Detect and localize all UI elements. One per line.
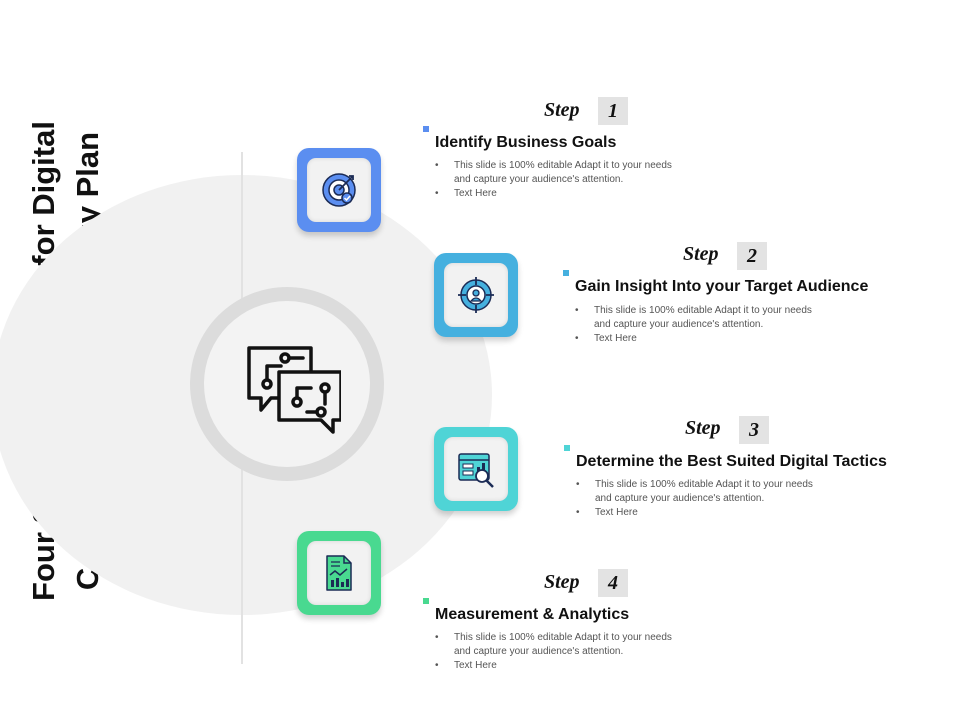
step-3-number: 3 [739,416,769,444]
step-4-bullets: This slide is 100% editable Adapt it to … [435,631,675,673]
center-circle [190,287,384,481]
step-2-number: 2 [737,242,767,270]
step-1-tile [297,148,381,232]
step-3-heading: Determine the Best Suited Digital Tactic… [576,453,887,470]
bullet-item: Text Here [435,187,675,201]
report-chart-icon [326,555,352,591]
chat-network-icon [247,346,341,434]
step-3-tile [434,427,518,511]
step-4-marker [423,598,429,604]
step-2-marker [563,270,569,276]
step-1-bullets: This slide is 100% editable Adapt it to … [435,159,675,201]
step-3-marker [564,445,570,451]
step-2-bullets: This slide is 100% editable Adapt it to … [575,304,815,346]
step-4-heading: Measurement & Analytics [435,606,630,623]
step-2-heading: Gain Insight Into your Target Audience [575,278,869,295]
step-1-number: 1 [598,97,628,125]
step-2-label: Step [683,243,719,265]
step-4-number: 4 [598,569,628,597]
bullet-item: Text Here [576,506,816,520]
step-1-label: Step [544,99,580,121]
analytics-search-icon [458,453,494,488]
step-1-heading: Identify Business Goals [435,134,617,151]
bullet-item: This slide is 100% editable Adapt it to … [435,631,675,659]
step-3-bullets: This slide is 100% editable Adapt it to … [576,478,816,520]
step-1-marker [423,126,429,132]
bullet-item: Text Here [575,332,815,346]
step-4-tile [297,531,381,615]
step-3-label: Step [685,417,721,439]
bullet-item: This slide is 100% editable Adapt it to … [435,159,675,187]
step-2-tile [434,253,518,337]
bullet-item: This slide is 100% editable Adapt it to … [576,478,816,506]
bullet-item: Text Here [435,659,675,673]
audience-target-icon [458,277,494,313]
step-4-label: Step [544,571,580,593]
target-icon [322,173,356,207]
bullet-item: This slide is 100% editable Adapt it to … [575,304,815,332]
